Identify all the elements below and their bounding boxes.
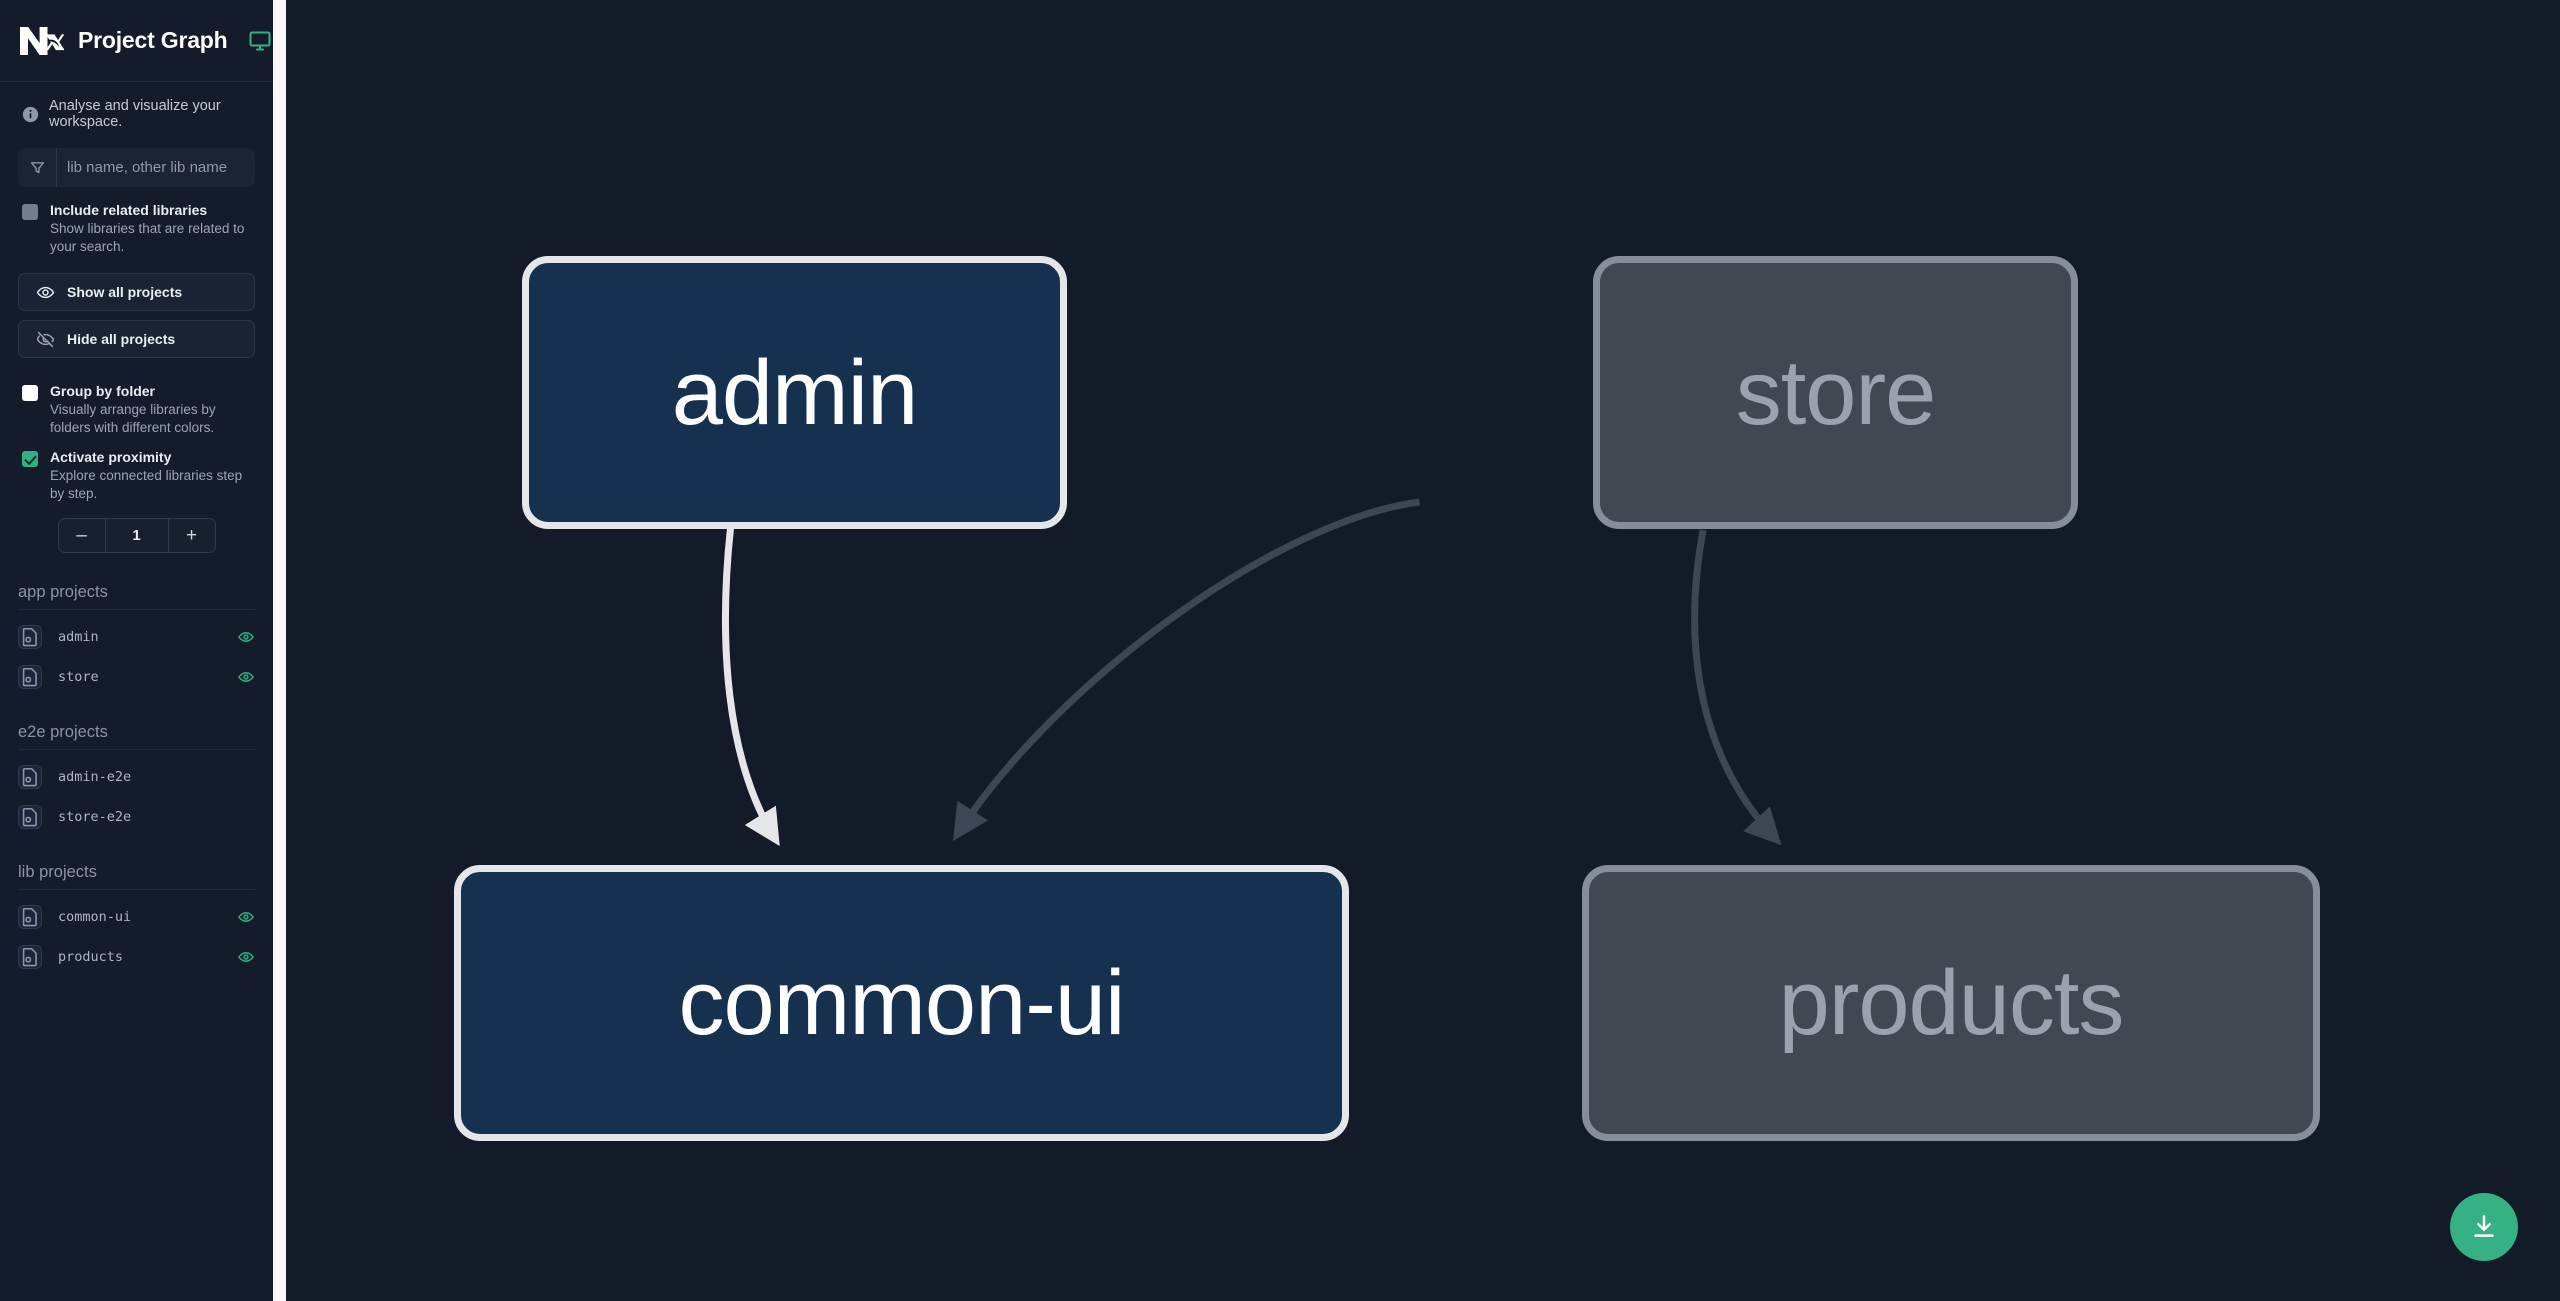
project-name: store [58, 669, 99, 685]
search-input[interactable] [57, 148, 255, 187]
project-name: common-ui [58, 909, 132, 925]
activate-proximity-description: Explore connected libraries step by step… [50, 468, 243, 501]
tagline-row: Analyse and visualize your workspace. [0, 82, 273, 144]
project-row-common-ui[interactable]: common-ui [18, 897, 255, 937]
project-groups: app projects admin [0, 583, 273, 1023]
project-group-title: e2e projects [18, 723, 255, 750]
page-title: Project Graph [78, 27, 228, 53]
download-icon [2474, 1215, 2494, 1237]
tagline-text: Analyse and visualize your workspace. [49, 98, 221, 130]
group-by-folder-label: Group by folder [50, 383, 155, 399]
graph-edges [721, 498, 1782, 847]
graph-node-admin[interactable]: admin [522, 256, 1067, 529]
project-row-store[interactable]: store [18, 657, 255, 697]
info-icon [22, 106, 39, 122]
file-icon [22, 947, 37, 967]
sidebar-resize-handle[interactable] [273, 0, 286, 1301]
activate-proximity-checkbox[interactable] [22, 451, 38, 467]
group-by-folder-checkbox[interactable] [22, 385, 38, 401]
project-name: products [58, 949, 124, 965]
monitor-icon[interactable] [248, 29, 272, 53]
project-name: store-e2e [58, 809, 132, 825]
proximity-decrement-button[interactable]: – [59, 519, 106, 552]
graph-node-label: store [1735, 341, 1937, 444]
file-icon [22, 907, 37, 927]
graph-node-store[interactable]: store [1593, 256, 2078, 529]
project-name: admin [58, 629, 99, 645]
activate-proximity-row[interactable]: Activate proximity Explore connected lib… [0, 436, 273, 502]
project-visibility-eye-icon[interactable] [237, 668, 255, 686]
project-visibility-eye-icon[interactable] [237, 628, 255, 646]
sidebar: Project Graph Analyse and visualize your… [0, 0, 273, 1301]
search-box[interactable] [18, 148, 255, 187]
hide-all-projects-button[interactable]: Hide all projects [18, 320, 255, 358]
project-file-icon [18, 945, 42, 969]
include-related-libraries-label: Include related libraries [50, 202, 208, 218]
project-row-products[interactable]: products [18, 937, 255, 977]
hide-all-projects-label: Hide all projects [67, 331, 176, 347]
project-group-e2e: e2e projects admin-e2e [18, 723, 255, 837]
proximity-value: 1 [132, 527, 141, 544]
sidebar-header: Project Graph [0, 0, 273, 82]
include-related-libraries-row[interactable]: Include related libraries Show libraries… [0, 187, 273, 255]
graph-node-label: products [1778, 952, 2125, 1054]
proximity-stepper-container: – 1 + [0, 502, 273, 553]
file-icon [22, 767, 37, 787]
download-image-button[interactable] [2450, 1193, 2518, 1261]
edge-store-to-common-ui [952, 498, 1420, 842]
project-row-admin[interactable]: admin [18, 617, 255, 657]
activate-proximity-label: Activate proximity [50, 449, 172, 465]
graph-node-label: admin [671, 341, 919, 444]
project-file-icon [18, 625, 42, 649]
project-file-icon [18, 905, 42, 929]
project-group-title: app projects [18, 583, 255, 610]
project-row-store-e2e[interactable]: store-e2e [18, 797, 255, 837]
file-icon [22, 807, 37, 827]
proximity-stepper: – 1 + [57, 518, 216, 553]
project-visibility-eye-icon[interactable] [237, 908, 255, 926]
project-file-icon [18, 805, 42, 829]
filter-funnel-icon-cell [18, 148, 57, 187]
show-all-projects-button[interactable]: Show all projects [18, 273, 255, 311]
project-group-title: lib projects [18, 863, 255, 890]
eye-off-icon [36, 331, 55, 347]
proximity-increment-button[interactable]: + [167, 519, 215, 552]
project-name: admin-e2e [58, 769, 132, 785]
graph-canvas[interactable]: admin store common-ui products [273, 0, 2560, 1301]
graph-node-common-ui[interactable]: common-ui [454, 865, 1349, 1141]
project-file-icon [18, 765, 42, 789]
show-all-projects-label: Show all projects [67, 284, 183, 300]
group-by-folder-description: Visually arrange libraries by folders wi… [50, 402, 216, 435]
project-group-lib: lib projects common-ui [18, 863, 255, 977]
project-file-icon [18, 665, 42, 689]
nx-logo-icon [20, 26, 64, 55]
edge-admin-to-common-ui [721, 526, 780, 847]
project-row-admin-e2e[interactable]: admin-e2e [18, 757, 255, 797]
project-visibility-eye-icon[interactable] [237, 948, 255, 966]
search-container [0, 144, 273, 187]
graph-node-label: common-ui [678, 952, 1125, 1054]
file-icon [22, 667, 37, 687]
filter-funnel-icon [30, 162, 44, 174]
eye-icon [36, 286, 55, 298]
graph-node-products[interactable]: products [1582, 865, 2320, 1141]
visibility-buttons: Show all projects Hide all projects [0, 255, 273, 358]
file-icon [22, 627, 37, 647]
include-related-libraries-checkbox[interactable] [22, 204, 38, 220]
edge-store-to-products [1691, 529, 1782, 846]
group-by-folder-row[interactable]: Group by folder Visually arrange librari… [0, 358, 273, 436]
include-related-libraries-description: Show libraries that are related to your … [50, 221, 245, 254]
project-group-app: app projects admin [18, 583, 255, 697]
